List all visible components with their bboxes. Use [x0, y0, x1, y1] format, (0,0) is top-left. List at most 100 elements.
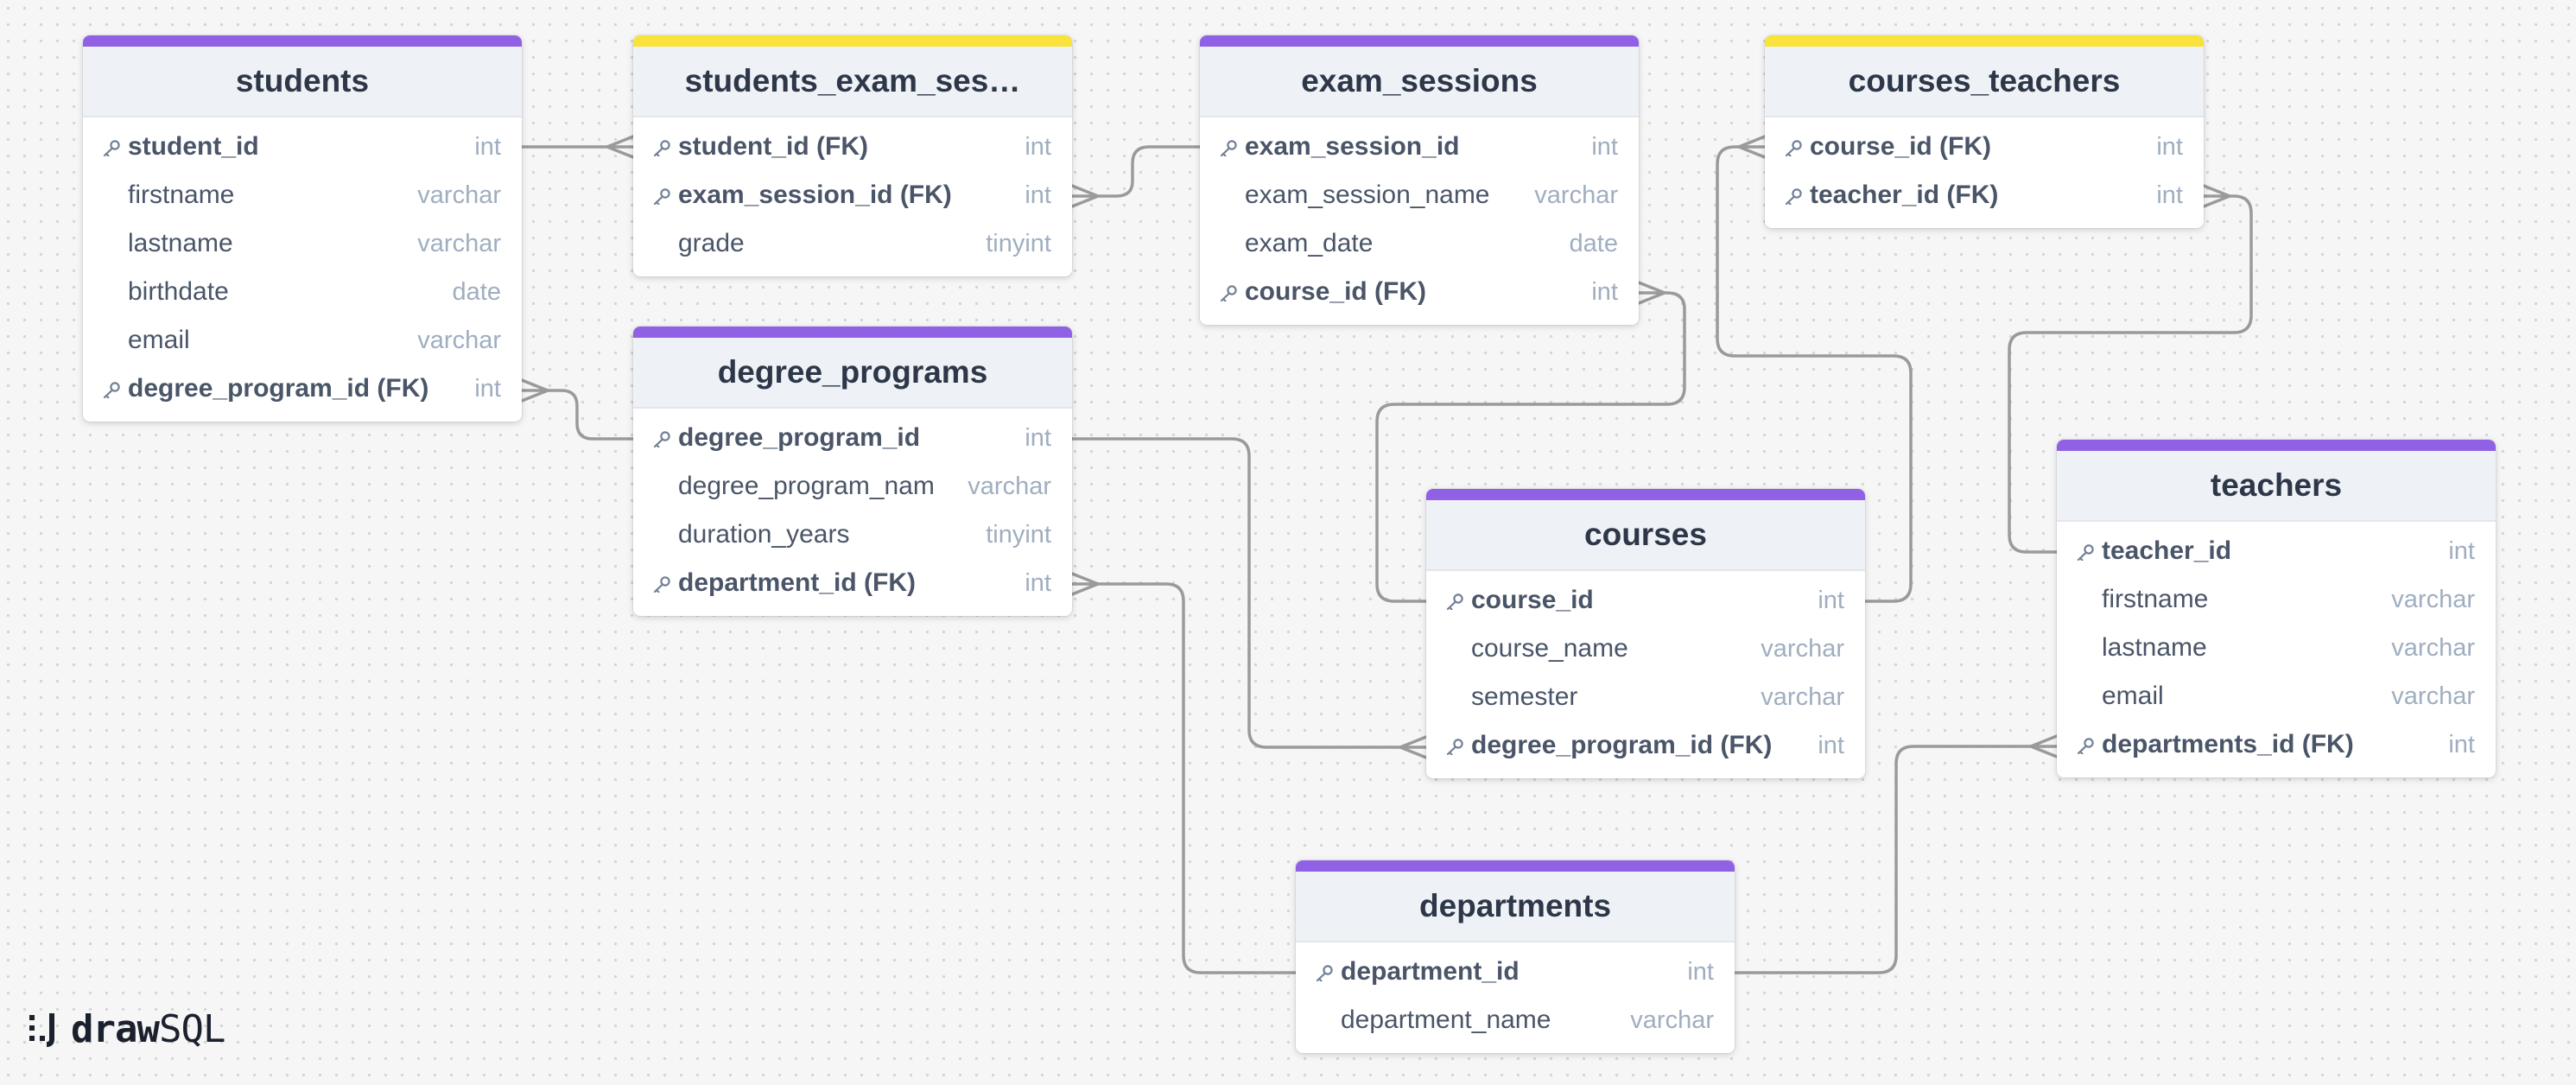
column-name: course_id (FK): [1810, 132, 1992, 161]
crows-foot-icon: [1070, 184, 1100, 208]
column-row[interactable]: student_id (FK)int: [633, 123, 1072, 171]
crows-foot-icon: [1399, 735, 1428, 759]
crows-foot-icon: [1070, 572, 1100, 596]
key-icon: [652, 430, 671, 448]
column-type: tinyint: [986, 229, 1051, 257]
column-row[interactable]: exam_session_id (FK)int: [633, 171, 1072, 219]
table-color-bar: [633, 35, 1072, 47]
column-row[interactable]: course_id (FK)int: [1765, 123, 2204, 171]
table-title[interactable]: courses_teachers: [1765, 47, 2204, 117]
key-icon: [2076, 737, 2095, 755]
link-degree-programs-students[interactable]: [544, 389, 635, 441]
column-type: int: [474, 374, 501, 403]
column-type: int: [1025, 132, 1051, 161]
column-type: int: [2448, 536, 2475, 565]
column-row[interactable]: degree_program_id (FK) int: [1426, 721, 1865, 770]
link-departments-teachers[interactable]: [1733, 745, 2034, 974]
link-exam-sessions-student-exam[interactable]: [1094, 145, 1202, 198]
column-row[interactable]: course_id (FK)int: [1200, 268, 1639, 316]
column-name: firstname: [2102, 585, 2209, 613]
column-name: exam_session_id: [1245, 132, 1460, 161]
column-row[interactable]: student_id int: [83, 123, 522, 171]
column-type: int: [1687, 957, 1714, 986]
column-row[interactable]: teacher_id (FK)int: [1765, 171, 2204, 219]
column-name: course_id: [1471, 586, 1594, 614]
key-icon: [652, 187, 671, 206]
column-name: departments_id (FK): [2102, 730, 2354, 758]
column-name: teacher_id (FK): [1810, 181, 1999, 209]
column-name: grade: [678, 229, 745, 257]
key-icon: [652, 575, 671, 593]
table-title[interactable]: courses: [1426, 500, 1865, 571]
table-color-bar: [1200, 35, 1639, 47]
column-name: student_id: [128, 132, 259, 161]
link-courses-exam-sessions[interactable]: [1375, 291, 1686, 603]
column-name: degree_program_id (FK): [128, 374, 429, 403]
column-name: lastname: [2102, 633, 2207, 662]
link-teachers-courses-teachers[interactable]: [2008, 194, 2253, 554]
table-title[interactable]: departments: [1296, 872, 1735, 942]
column-type: varchar: [417, 326, 501, 354]
crows-foot-icon: [2029, 734, 2059, 758]
column-type: int: [1025, 181, 1051, 209]
column-type: varchar: [2391, 585, 2475, 613]
column-row[interactable]: grade tinyint: [633, 219, 1072, 268]
column-row[interactable]: degree_program_id (FK) int: [83, 365, 522, 413]
column-type: varchar: [1630, 1006, 1714, 1034]
link-departments-degree-programs[interactable]: [1094, 582, 1298, 974]
table-title[interactable]: students: [83, 47, 522, 117]
column-row[interactable]: firstname varchar: [2057, 575, 2496, 624]
column-row[interactable]: course_id int: [1426, 576, 1865, 625]
column-type: int: [1818, 586, 1844, 614]
link-degree-programs-courses[interactable]: [1070, 437, 1404, 749]
column-name: course_id (FK): [1245, 277, 1427, 306]
column-name: degree_program_id: [678, 423, 921, 452]
column-name: degree_program_id (FK): [1471, 731, 1773, 759]
column-type: int: [1591, 132, 1618, 161]
table-title[interactable]: students_exam_ses…: [633, 47, 1072, 117]
column-type: int: [474, 132, 501, 161]
table-title[interactable]: exam_sessions: [1200, 47, 1639, 117]
column-name: course_name: [1471, 634, 1628, 663]
logo-text-sql: SQL: [158, 1006, 225, 1051]
column-type: int: [1818, 731, 1844, 759]
column-row[interactable]: department_id (FK)int: [633, 559, 1072, 607]
column-row[interactable]: departments_id (FK)int: [2057, 720, 2496, 769]
key-icon: [1315, 964, 1334, 982]
crows-foot-icon: [1637, 281, 1666, 305]
table-title[interactable]: degree_programs: [633, 338, 1072, 409]
column-row[interactable]: exam_session_id int: [1200, 123, 1639, 171]
table-color-bar: [1765, 35, 2204, 47]
link-courses-courses-teachers[interactable]: [1716, 145, 1913, 603]
table-title[interactable]: teachers: [2057, 451, 2496, 522]
key-icon: [102, 381, 121, 399]
crows-foot-icon: [1737, 135, 1767, 159]
